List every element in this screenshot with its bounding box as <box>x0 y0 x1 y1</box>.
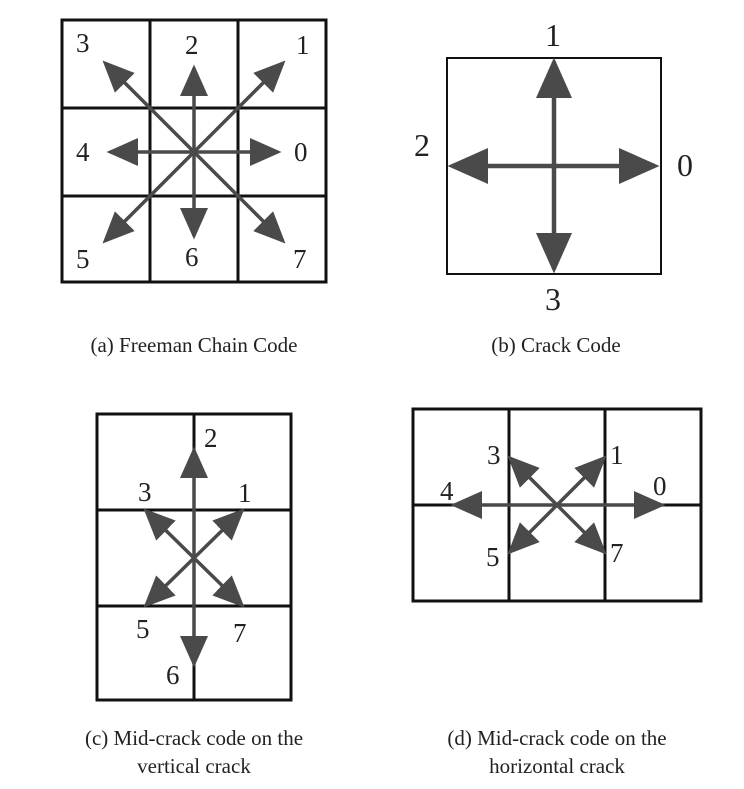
panel-a-arrows <box>102 60 286 244</box>
arrow-dir-5 <box>143 556 196 608</box>
label-5: 5 <box>76 244 90 274</box>
panel-d: 0 1 3 4 5 7 (d) Mid-crack code on the ho… <box>411 407 703 778</box>
panel-b-arrows <box>447 57 660 274</box>
arrow-dir-3 <box>102 60 196 154</box>
arrow-dir-3 <box>507 455 559 507</box>
arrow-dir-1 <box>192 508 245 560</box>
label-0: 0 <box>653 471 667 501</box>
label-7: 7 <box>233 618 247 648</box>
label-3: 3 <box>76 28 90 58</box>
label-6: 6 <box>166 660 180 690</box>
label-1: 1 <box>545 17 561 53</box>
panel-a-labels: 0 1 2 3 4 5 6 7 <box>76 28 310 274</box>
arrow-dir-5 <box>507 503 559 555</box>
label-3: 3 <box>138 477 152 507</box>
label-7: 7 <box>293 244 307 274</box>
arrow-dir-7 <box>192 150 286 244</box>
arrow-dir-7 <box>555 503 607 555</box>
arrow-dir-3 <box>143 508 196 560</box>
panel-a: 0 1 2 3 4 5 6 7 (a) Freeman Chain Code <box>60 18 328 357</box>
label-6: 6 <box>185 242 199 272</box>
label-3: 3 <box>545 281 561 317</box>
panel-c-labels: 1 2 3 5 6 7 <box>136 423 252 690</box>
panel-b-labels: 0 1 2 3 <box>414 17 693 317</box>
caption-c-line2: vertical crack <box>137 754 251 778</box>
arrow-dir-5 <box>102 150 196 244</box>
label-2: 2 <box>185 30 199 60</box>
caption-d-line2: horizontal crack <box>489 754 625 778</box>
caption-d-line1: (d) Mid-crack code on the <box>447 726 666 750</box>
label-2: 2 <box>204 423 218 453</box>
label-4: 4 <box>440 476 454 506</box>
panel-d-arrows <box>450 455 666 555</box>
label-5: 5 <box>136 614 150 644</box>
caption-a: (a) Freeman Chain Code <box>90 333 297 357</box>
label-4: 4 <box>76 137 90 167</box>
label-0: 0 <box>677 147 693 183</box>
arrow-dir-1 <box>192 60 286 154</box>
panel-a-grid <box>60 18 328 284</box>
label-1: 1 <box>238 478 252 508</box>
label-0: 0 <box>294 137 308 167</box>
panel-d-labels: 0 1 3 4 5 7 <box>440 440 667 572</box>
label-2: 2 <box>414 127 430 163</box>
label-1: 1 <box>610 440 624 470</box>
arrow-dir-1 <box>555 455 607 507</box>
panel-b: 0 1 2 3 (b) Crack Code <box>414 17 693 357</box>
label-5: 5 <box>486 542 500 572</box>
label-1: 1 <box>296 30 310 60</box>
panel-c: 1 2 3 5 6 7 (c) Mid-crack code on the ve… <box>85 412 303 778</box>
caption-b: (b) Crack Code <box>491 333 620 357</box>
label-3: 3 <box>487 440 501 470</box>
arrow-dir-7 <box>192 556 245 608</box>
label-7: 7 <box>610 538 624 568</box>
panel-c-arrows <box>143 446 245 668</box>
caption-c-line1: (c) Mid-crack code on the <box>85 726 303 750</box>
